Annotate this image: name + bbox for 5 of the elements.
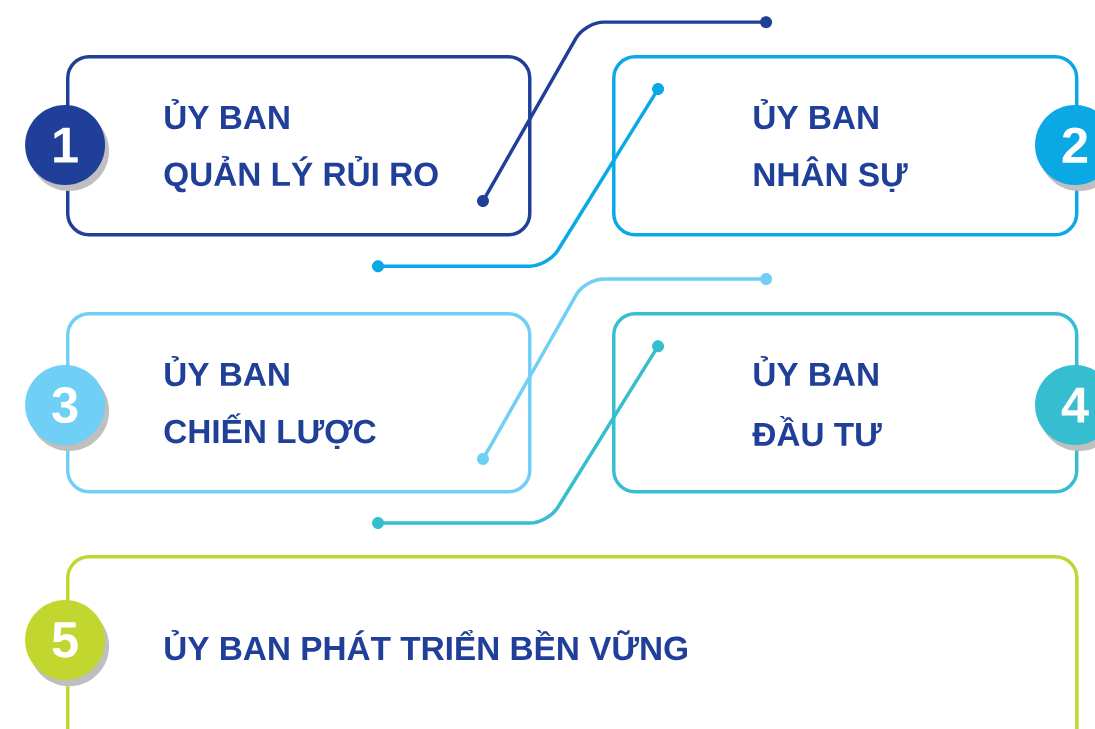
number-badge: 5 [25, 600, 110, 687]
number-badge: 1 [25, 105, 110, 192]
number-badge: 4 [1035, 365, 1095, 452]
number-badge: 3 [25, 365, 110, 452]
number-badge: 2 [1035, 105, 1095, 192]
